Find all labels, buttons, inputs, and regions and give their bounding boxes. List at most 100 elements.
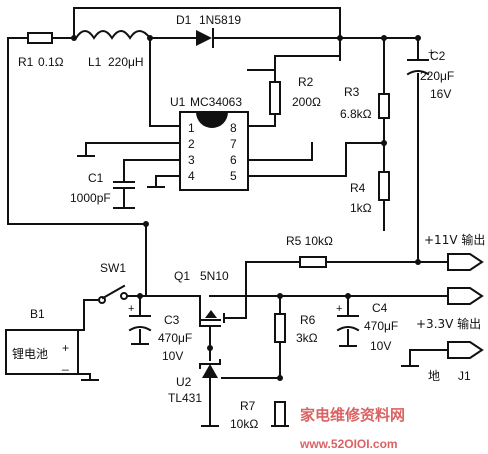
watermark-site-cn: 家电维修资料网 [300,406,405,424]
label-r4-ref: R4 [350,181,366,195]
label-l1-ref: L1 [88,55,102,69]
label-r2-ref: R2 [298,75,314,89]
wire-pin3-cap [123,159,181,183]
capacitor-c3: + [128,303,152,345]
svg-text:+: + [128,303,134,315]
junction-dot [381,35,387,41]
label-out-33v: +3.3V 输出 [416,316,481,331]
label-r5: R5 10kΩ [286,234,333,248]
ic-pin-4: 4 [188,169,195,183]
output-connector-11v [447,253,484,271]
label-r7-ref: R7 [240,399,256,413]
junction-dot [277,293,283,299]
wire-pin2-gnd [85,142,181,157]
mosfet-q1 [199,310,225,327]
ic-pin-7: 7 [230,137,237,151]
wire-pin6-pin5 [247,142,385,177]
label-c1-ref: C1 [88,171,104,185]
resistor-r1 [27,32,53,44]
label-r6-ref: R6 [300,313,316,327]
label-b1-minus: _ [61,357,69,371]
svg-text:+: + [428,47,434,59]
label-b1-ref: B1 [30,307,45,321]
capacitor-c2: + [406,47,434,76]
resistor-r6 [274,313,286,343]
label-d1-ref: D1 [176,13,192,27]
label-u2-value: TL431 [168,391,202,405]
ic-pin-6: 6 [230,153,237,167]
label-sw1: SW1 [100,261,126,275]
junction-dot [345,293,351,299]
label-c2-value: 220μF [420,69,454,83]
resistor-r3 [378,93,390,119]
battery-b1 [5,329,99,381]
label-c1-value: 1000pF [70,191,111,205]
junction-dot [277,375,283,381]
label-l1-value: 220μH [108,55,144,69]
label-r6-value: 3kΩ [296,331,318,345]
ic-pin-1: 1 [188,121,195,135]
wire-pin1 [149,37,181,127]
junction-dot [71,35,77,41]
label-c4-ref: C4 [372,301,388,315]
wire-q1-33v [199,295,449,327]
label-u2-ref: U2 [176,375,192,389]
wire-q1-gate-bias [223,261,247,319]
resistor-r2 [269,81,281,115]
resistor-r5 [299,256,327,268]
label-b1-name: 锂电池 [12,346,48,361]
label-r4-value: 1kΩ [350,201,372,215]
label-c4-voltage: 10V [370,339,391,353]
regulator-u2 [199,359,221,393]
label-r2-value: 200Ω [292,95,321,109]
wire-r2 [247,55,276,127]
capacitor-c4: + [336,303,360,332]
label-r3-ref: R3 [344,85,360,99]
junction-dot [143,221,149,227]
label-d1-value: 1N5819 [199,13,241,27]
resistor-r7 [274,401,286,427]
diode-d1 [196,28,214,48]
output-connector-33v [447,287,484,305]
label-u1-value: MC34063 [190,95,242,109]
ic-pin-5: 5 [230,169,237,183]
label-c4-value: 470μF [364,319,398,333]
ic-u1 [179,111,249,191]
junction-dot [337,35,343,41]
label-q1-value: 5N10 [200,269,229,283]
ic-pin-8: 8 [230,121,237,135]
label-c3-ref: C3 [164,313,180,327]
label-gnd: 地 [428,369,440,383]
switch-sw1 [98,284,128,304]
label-q1-ref: Q1 [174,269,190,283]
junction-dot [381,140,387,146]
label-out-11v: +11V 输出 [424,232,485,247]
label-c2-ref: C2 [430,49,446,63]
capacitor-c1 [113,181,135,209]
label-r7-value: 10kΩ [230,417,258,431]
junction-dot [415,35,421,41]
label-c3-voltage: 10V [162,349,183,363]
output-connector-gnd [447,341,484,359]
wire-gnd-out [409,349,449,367]
junction-dot [415,259,421,265]
wire-left-rail [7,37,147,225]
label-c2-voltage: 16V [430,87,451,101]
inductor-l1 [74,30,152,40]
ic-pin-3: 3 [188,153,195,167]
resistor-r4 [378,171,390,201]
junction-dot [207,345,213,351]
label-b1-plus: + [62,341,69,355]
label-r1-value: 0.1Ω [38,55,64,69]
watermark-site-url: www.52OIOI.com [299,437,398,451]
wire-pin4-gnd [155,175,181,188]
junction-dot [137,293,143,299]
label-r3-value: 6.8kΩ [340,107,372,121]
label-r1-ref: R1 [18,55,34,69]
label-c3-value: 470μF [158,331,192,345]
label-j1: J1 [458,369,471,383]
svg-text:+: + [336,303,342,315]
label-u1-ref: U1 [170,95,186,109]
ic-pin-2: 2 [188,137,195,151]
